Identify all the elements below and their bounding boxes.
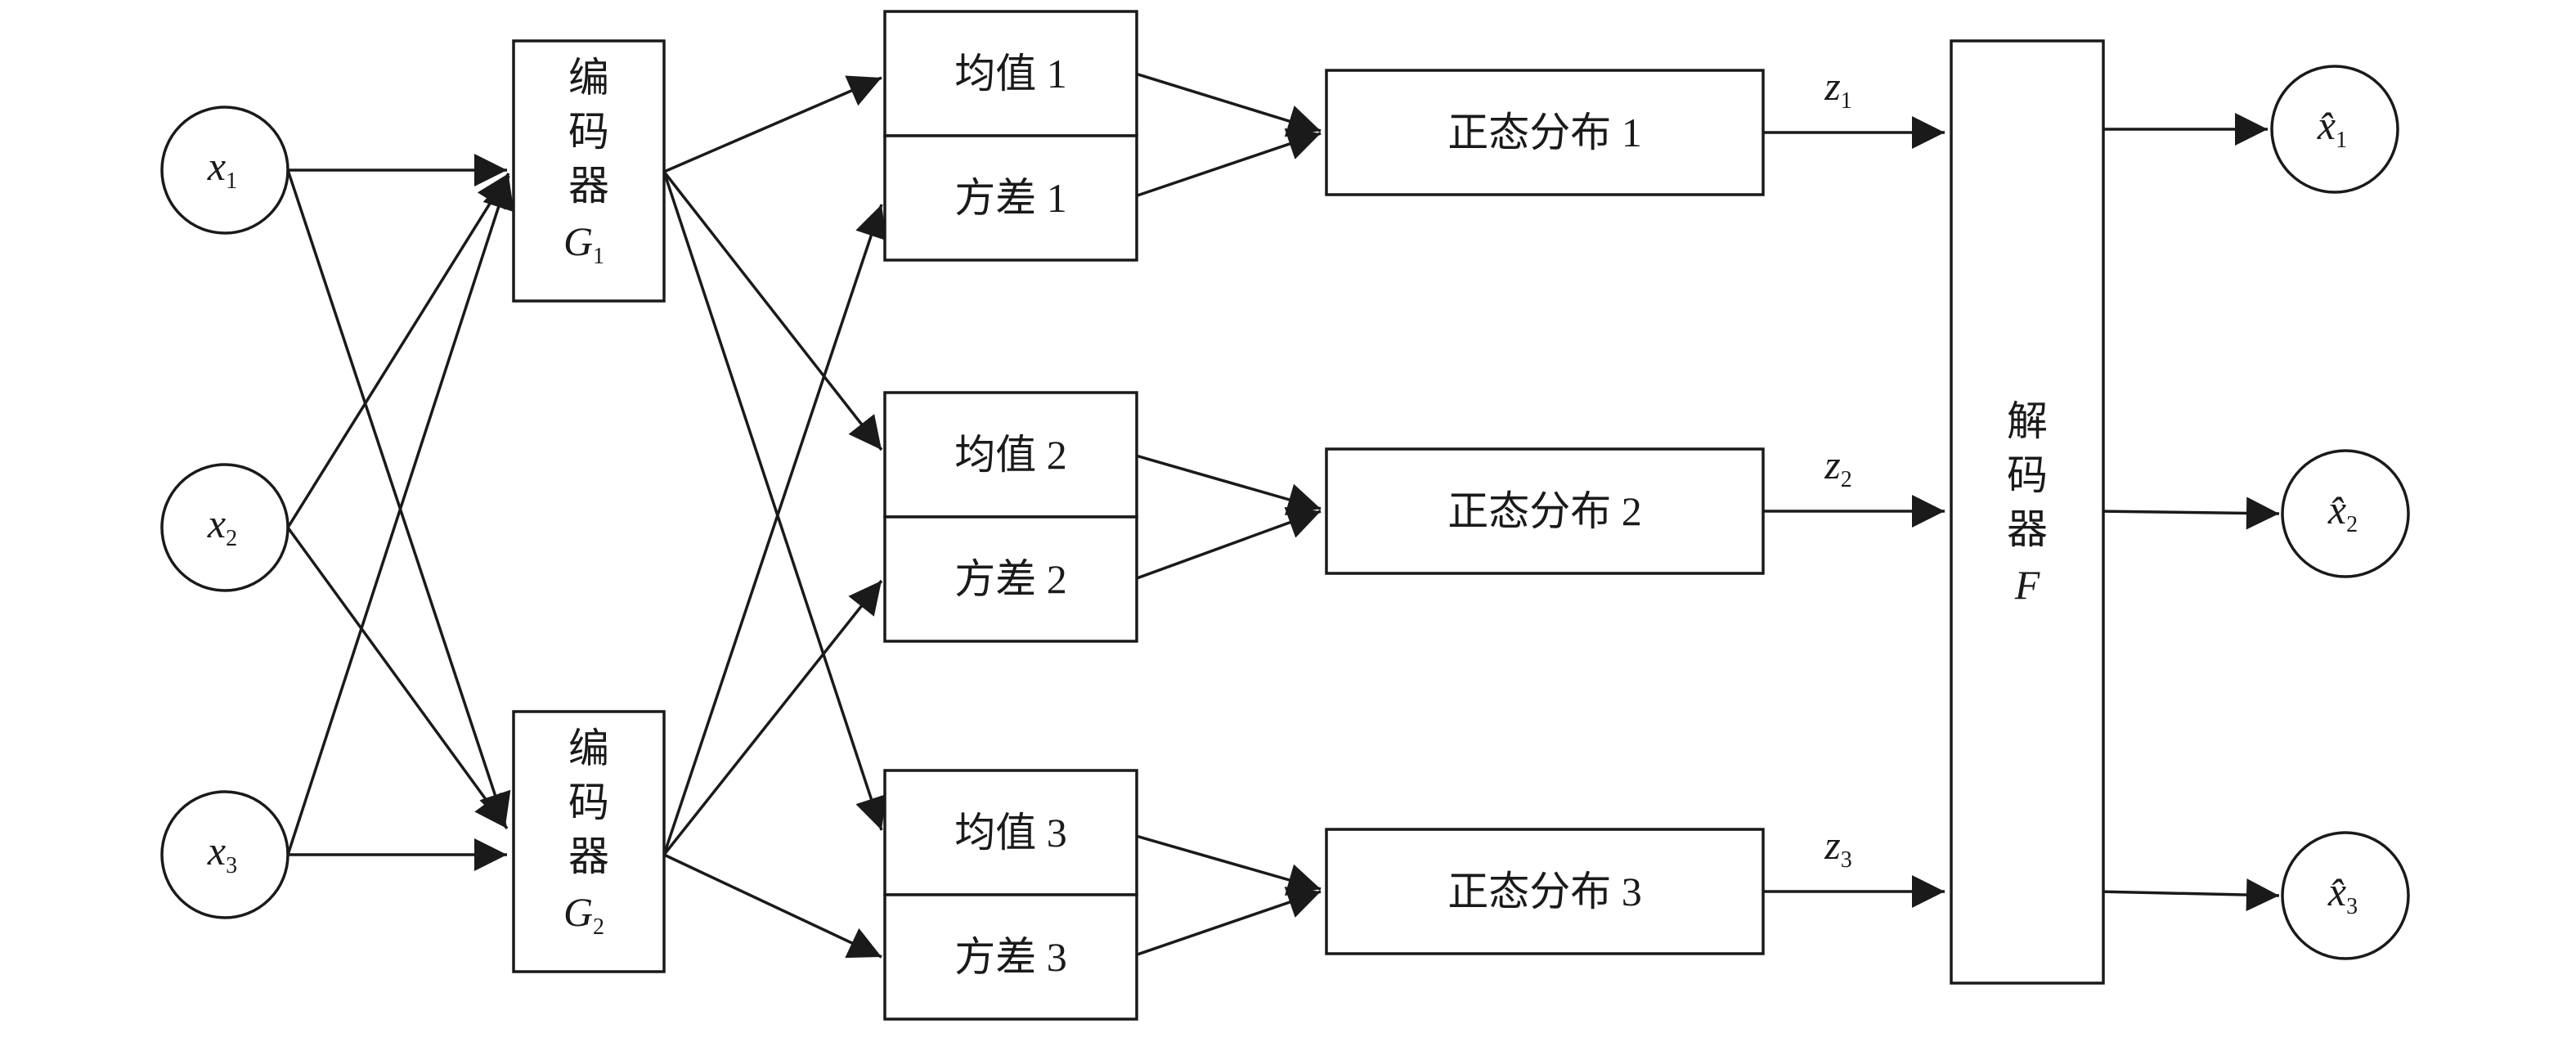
edge-x2-g1 bbox=[286, 173, 510, 528]
distribution-2: 正态分布 2 bbox=[1325, 447, 1765, 575]
decoder-symbol: F bbox=[2014, 562, 2040, 608]
edge-x1-g2 bbox=[286, 169, 511, 827]
edge-g1-mean3 bbox=[662, 171, 887, 831]
svg-text:x̂3: x̂3 bbox=[2327, 869, 2358, 919]
decoder-char-1: 解 bbox=[2007, 398, 2048, 444]
connections bbox=[286, 70, 2280, 959]
edge-g2-var3 bbox=[663, 853, 882, 959]
decoder-char-2: 码 bbox=[2007, 452, 2048, 498]
latent-z3-label: z3 bbox=[1824, 822, 1851, 873]
encoder-g2-char-2: 码 bbox=[568, 779, 609, 825]
distribution-1: 正态分布 1 bbox=[1325, 69, 1765, 196]
svg-text:x2: x2 bbox=[207, 501, 237, 551]
output-nodes: x̂1 x̂2 x̂3 bbox=[2270, 65, 2410, 960]
stats-group-1: 均值 1 方差 1 bbox=[883, 10, 1138, 262]
input-node-x1: x1 bbox=[160, 106, 289, 235]
encoder-g2: 编 码 器 G2 bbox=[512, 710, 666, 973]
encoder-g1-char-2: 码 bbox=[568, 109, 609, 155]
svg-text:x̂2: x̂2 bbox=[2327, 487, 2358, 537]
latent-z2-label: z2 bbox=[1824, 442, 1851, 492]
encoder-g2-char-3: 器 bbox=[568, 833, 609, 879]
variance-2-label: 方差 2 bbox=[954, 556, 1067, 602]
edge-var2-dist2 bbox=[1129, 506, 1322, 582]
input-nodes: x1 x2 x3 bbox=[160, 106, 289, 919]
encoder-g2-char-1: 编 bbox=[568, 725, 609, 771]
edge-mean2-dist2 bbox=[1129, 452, 1322, 516]
latent-z1-label: z1 bbox=[1824, 63, 1851, 114]
svg-text:正态分布 2: 正态分布 2 bbox=[1447, 488, 1642, 534]
encoder-g1-symbol: G1 bbox=[563, 218, 604, 269]
edge-g2-var1 bbox=[662, 204, 887, 856]
edge-mean3-dist3 bbox=[1129, 833, 1322, 896]
encoder-g1: 编 码 器 G1 bbox=[512, 39, 666, 303]
svg-text:x1: x1 bbox=[207, 143, 237, 194]
svg-text:x̂1: x̂1 bbox=[2317, 102, 2347, 153]
mean-3-label: 均值 3 bbox=[954, 810, 1067, 856]
encoder-g1-char-3: 器 bbox=[568, 163, 609, 209]
edge-x3-g1 bbox=[286, 175, 514, 856]
input-node-x2: x2 bbox=[160, 463, 289, 592]
encoder-g2-symbol: G2 bbox=[563, 889, 604, 940]
edge-var3-dist3 bbox=[1129, 887, 1322, 959]
edge-g1-mean1 bbox=[663, 75, 882, 173]
svg-text:正态分布 3: 正态分布 3 bbox=[1447, 869, 1642, 914]
decoder-char-3: 器 bbox=[2007, 506, 2048, 552]
distribution-3: 正态分布 3 bbox=[1325, 828, 1765, 955]
output-node-x2-hat: x̂2 bbox=[2281, 449, 2410, 578]
edge-var1-dist1 bbox=[1129, 128, 1322, 200]
mean-1-label: 均值 1 bbox=[954, 51, 1067, 97]
svg-text:正态分布 1: 正态分布 1 bbox=[1447, 110, 1642, 155]
output-node-x1-hat: x̂1 bbox=[2270, 65, 2399, 194]
edge-x2-g2 bbox=[286, 526, 509, 830]
variance-1-label: 方差 1 bbox=[954, 175, 1067, 221]
stats-group-3: 均值 3 方差 3 bbox=[883, 769, 1138, 1021]
edge-g2-var2 bbox=[662, 579, 883, 856]
svg-text:x3: x3 bbox=[207, 828, 237, 878]
input-node-x3: x3 bbox=[160, 790, 289, 919]
edge-decoder-out3 bbox=[2096, 878, 2280, 912]
output-node-x3-hat: x̂3 bbox=[2281, 831, 2410, 960]
mean-2-label: 均值 2 bbox=[954, 432, 1067, 478]
edge-mean1-dist1 bbox=[1129, 70, 1322, 137]
variance-3-label: 方差 3 bbox=[954, 934, 1067, 980]
stats-group-2: 均值 2 方差 2 bbox=[883, 391, 1138, 643]
edge-decoder-out2 bbox=[2096, 496, 2280, 530]
edge-g1-mean2 bbox=[662, 170, 883, 451]
encoder-g1-char-1: 编 bbox=[568, 55, 609, 101]
decoder-f: 解 码 器 F bbox=[1950, 39, 2105, 985]
